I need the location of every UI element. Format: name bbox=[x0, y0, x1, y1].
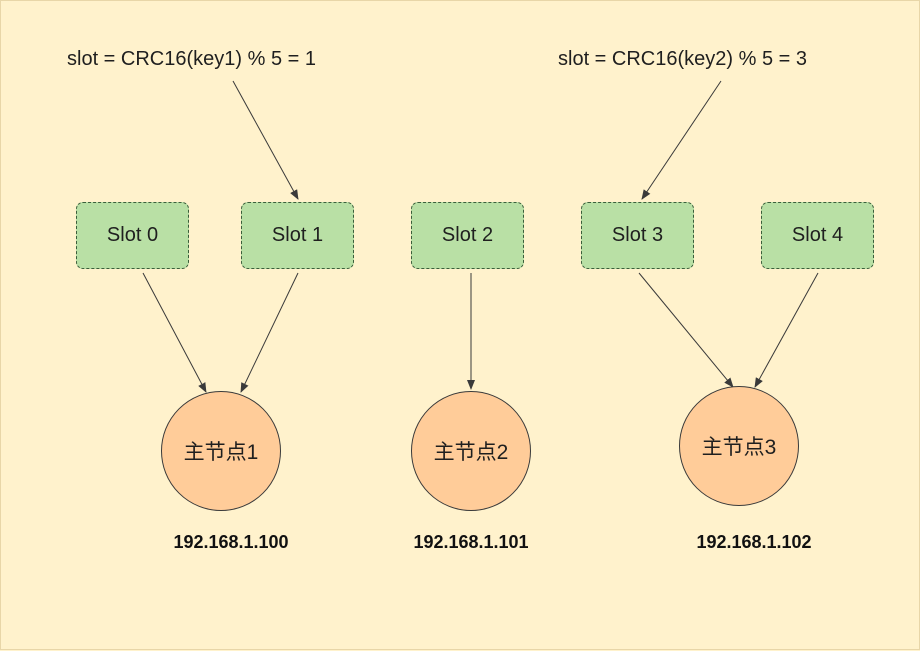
master-node-1-ip: 192.168.1.100 bbox=[173, 532, 289, 552]
master-node-2-ip: 192.168.1.101 bbox=[413, 532, 529, 552]
master-node-1: 主节点1 bbox=[161, 391, 281, 511]
master-node-3: 主节点3 bbox=[679, 386, 799, 506]
slot-4-box: Slot 4 bbox=[761, 202, 874, 269]
slot-1-box: Slot 1 bbox=[241, 202, 354, 269]
edge-slot0-to-node1 bbox=[142, 272, 207, 393]
master-node-2: 主节点2 bbox=[411, 391, 531, 511]
slot-2-box: Slot 2 bbox=[411, 202, 524, 269]
slot-3-box: Slot 3 bbox=[581, 202, 694, 269]
edge-slot4-to-node3 bbox=[754, 272, 819, 388]
slot-0-box: Slot 0 bbox=[76, 202, 189, 269]
edge-slot1-to-node1 bbox=[240, 272, 299, 393]
edge-formula2-to-slot3 bbox=[641, 80, 722, 200]
edge-formula1-to-slot1 bbox=[232, 80, 299, 200]
hash-formula-key1: slot = CRC16(key1) % 5 = 1 bbox=[67, 48, 316, 70]
edge-slot3-to-node3 bbox=[638, 272, 734, 388]
master-node-3-ip: 192.168.1.102 bbox=[696, 532, 812, 552]
hash-formula-key2: slot = CRC16(key2) % 5 = 3 bbox=[558, 48, 807, 70]
